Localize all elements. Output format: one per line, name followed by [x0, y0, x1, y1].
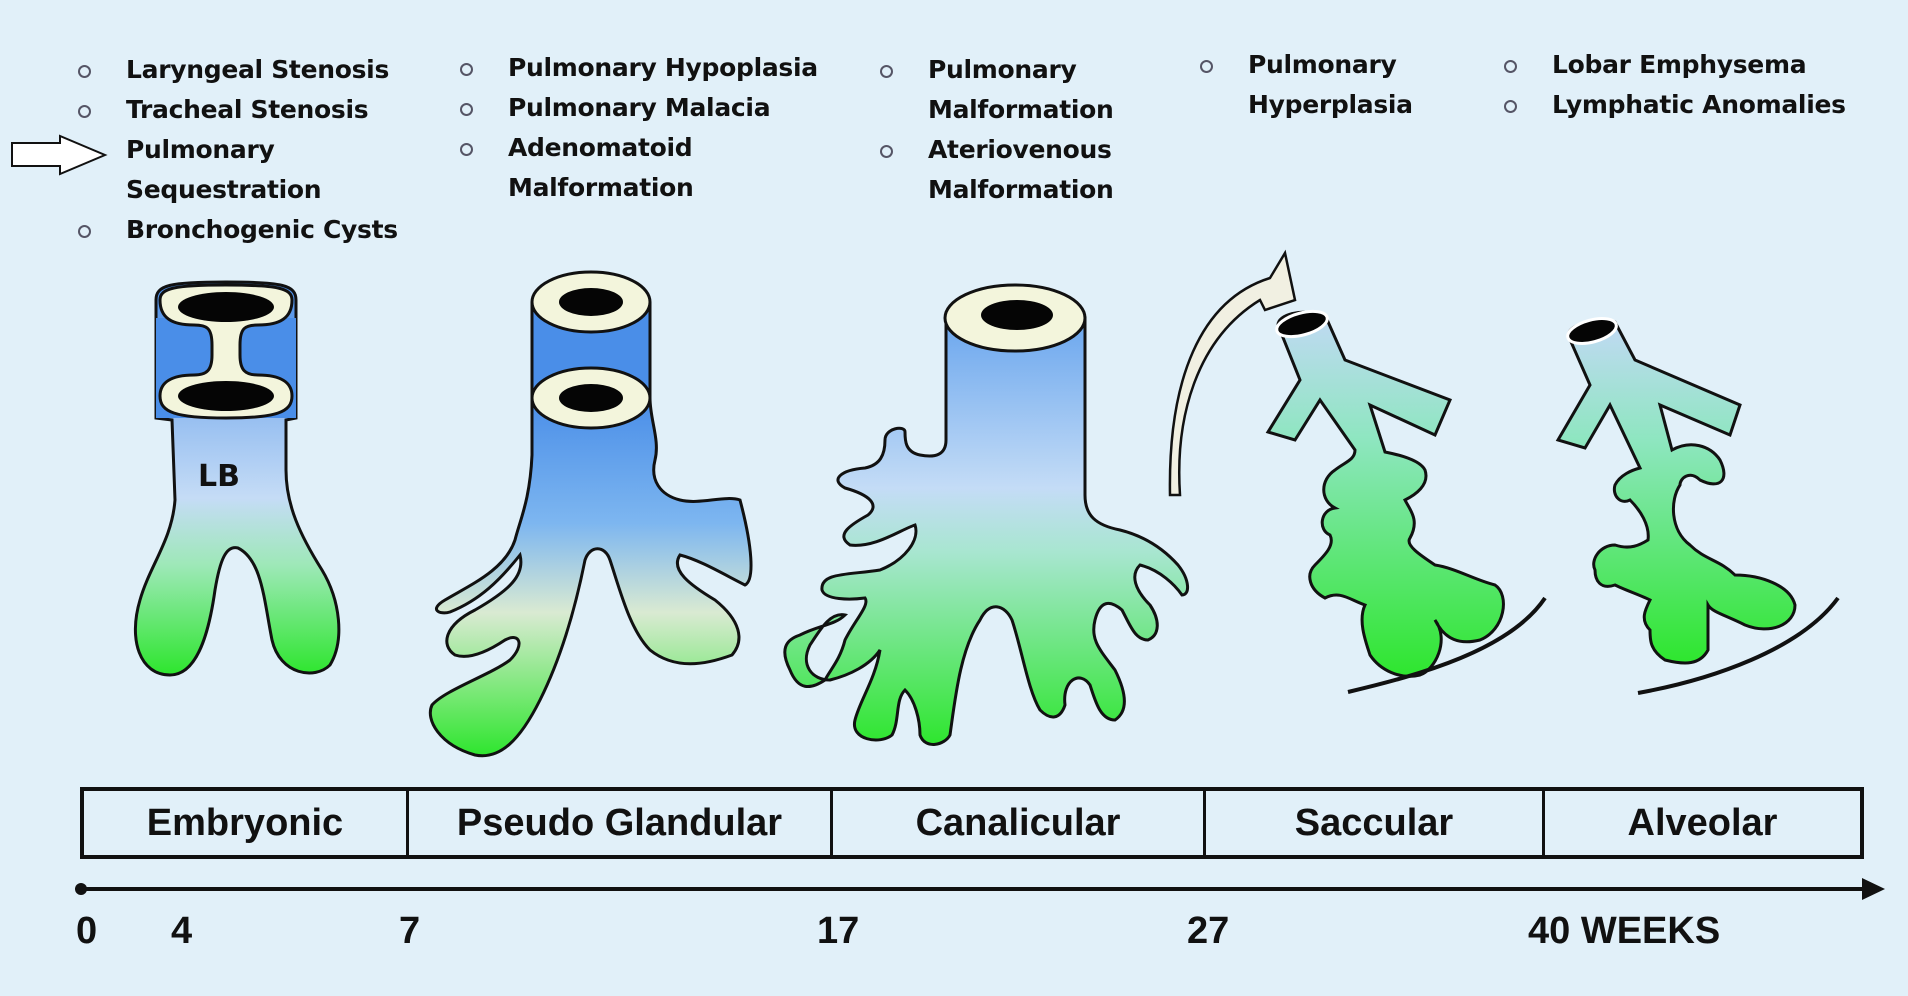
bullet-icon [1200, 60, 1213, 73]
phase-bar: Embryonic Pseudo Glandular Canalicular S… [80, 787, 1864, 859]
bullet-icon [78, 105, 91, 118]
anomaly-item: Lobar Emphysema [1504, 45, 1846, 85]
phase-alveolar: Alveolar [1627, 801, 1778, 844]
anomaly-list-pseudoglandular: Pulmonary Hypoplasia Pulmonary Malacia A… [460, 48, 818, 208]
anomaly-list-embryonic: Laryngeal Stenosis Tracheal Stenosis Pul… [78, 50, 398, 250]
anomaly-item: Pulmonary Hypoplasia [460, 48, 818, 88]
anomaly-list-alveolar: Lobar Emphysema Lymphatic Anomalies [1504, 45, 1846, 125]
phase-pseudo-glandular: Pseudo Glandular [409, 791, 833, 855]
bullet-icon [78, 65, 91, 78]
anomaly-item: Lymphatic Anomalies [1504, 85, 1846, 125]
pointer-arrow-icon [11, 134, 108, 176]
bullet-icon [460, 143, 473, 156]
bullet-icon [880, 145, 893, 158]
embryonic-lung-bud [133, 280, 341, 677]
bullet-icon [460, 63, 473, 76]
bullet-icon [880, 65, 893, 78]
pseudoglandular-tree [428, 270, 753, 758]
tick-label: 4 [171, 910, 193, 952]
anomaly-item: Bronchogenic Cysts [78, 210, 398, 250]
tick-label: 7 [399, 910, 421, 952]
timeline-arrowhead-icon [1862, 878, 1885, 900]
bullet-icon [1504, 100, 1517, 113]
phase-embryonic: Embryonic [84, 791, 409, 855]
anomaly-item: Pulmonary Malacia [460, 88, 818, 128]
phase-canalicular: Canalicular [833, 791, 1206, 855]
tick-label: 40 WEEKS [1528, 910, 1721, 952]
canalicular-tree [783, 283, 1189, 746]
anomaly-item: Tracheal Stenosis [78, 90, 398, 130]
tick-label: 27 [1187, 910, 1230, 952]
lung-bud-label: LB [198, 459, 240, 494]
phase-saccular: Saccular [1206, 791, 1545, 855]
saccular-drawing [1265, 309, 1547, 694]
magnify-arrow-icon [1168, 249, 1297, 497]
bullet-icon [460, 103, 473, 116]
tick-label: 17 [817, 910, 860, 952]
tick-label: 0 [76, 910, 98, 952]
bullet-icon [1504, 60, 1517, 73]
alveolar-drawing [1555, 317, 1840, 695]
bullet-icon [78, 225, 91, 238]
timeline-axis [75, 878, 1885, 900]
anomaly-item: Laryngeal Stenosis [78, 50, 398, 90]
